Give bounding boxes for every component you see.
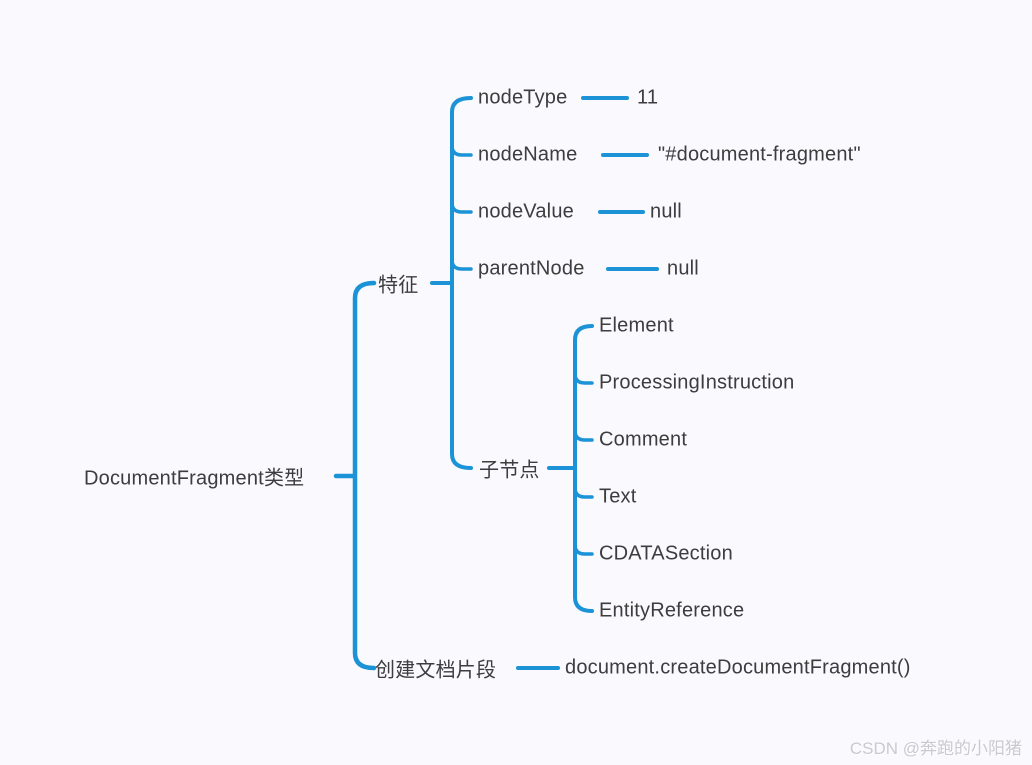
topic-processinginstruction[interactable]: ProcessingInstruction bbox=[599, 371, 795, 394]
topic-nodetype[interactable]: nodeType bbox=[478, 86, 568, 109]
topic-entityreference[interactable]: EntityReference bbox=[599, 599, 745, 622]
childnodes-bracket-line bbox=[547, 324, 594, 613]
topic-nodename-value[interactable]: "#document-fragment" bbox=[658, 143, 861, 166]
topic-create-fragment-value[interactable]: document.createDocumentFragment() bbox=[565, 656, 911, 679]
features-branch-curls bbox=[450, 144, 473, 271]
topic-cdatasection[interactable]: CDATASection bbox=[599, 542, 733, 565]
csdn-watermark: CSDN @奔跑的小阳猪 bbox=[849, 739, 1022, 758]
topic-parentnode-value[interactable]: null bbox=[667, 257, 699, 280]
topic-nodevalue[interactable]: nodeValue bbox=[478, 200, 574, 223]
root-bracket-line bbox=[333, 280, 377, 671]
features-bracket-line bbox=[430, 96, 473, 470]
childnodes-branch-curls bbox=[573, 372, 594, 556]
topic-parentnode[interactable]: parentNode bbox=[478, 257, 585, 280]
topic-element[interactable]: Element bbox=[599, 314, 674, 337]
topic-create-fragment[interactable]: 创建文档片段 bbox=[375, 659, 497, 682]
topic-text[interactable]: Text bbox=[599, 485, 637, 508]
topic-features[interactable]: 特征 bbox=[378, 274, 419, 297]
value-connector-lines bbox=[516, 96, 659, 670]
topic-nodevalue-value[interactable]: null bbox=[650, 200, 682, 223]
topic-child-nodes[interactable]: 子节点 bbox=[479, 459, 540, 482]
topic-nodename[interactable]: nodeName bbox=[478, 143, 578, 166]
topic-root[interactable]: DocumentFragment类型 bbox=[84, 467, 305, 490]
topic-comment[interactable]: Comment bbox=[599, 428, 688, 451]
topic-nodetype-value[interactable]: 11 bbox=[637, 86, 659, 109]
